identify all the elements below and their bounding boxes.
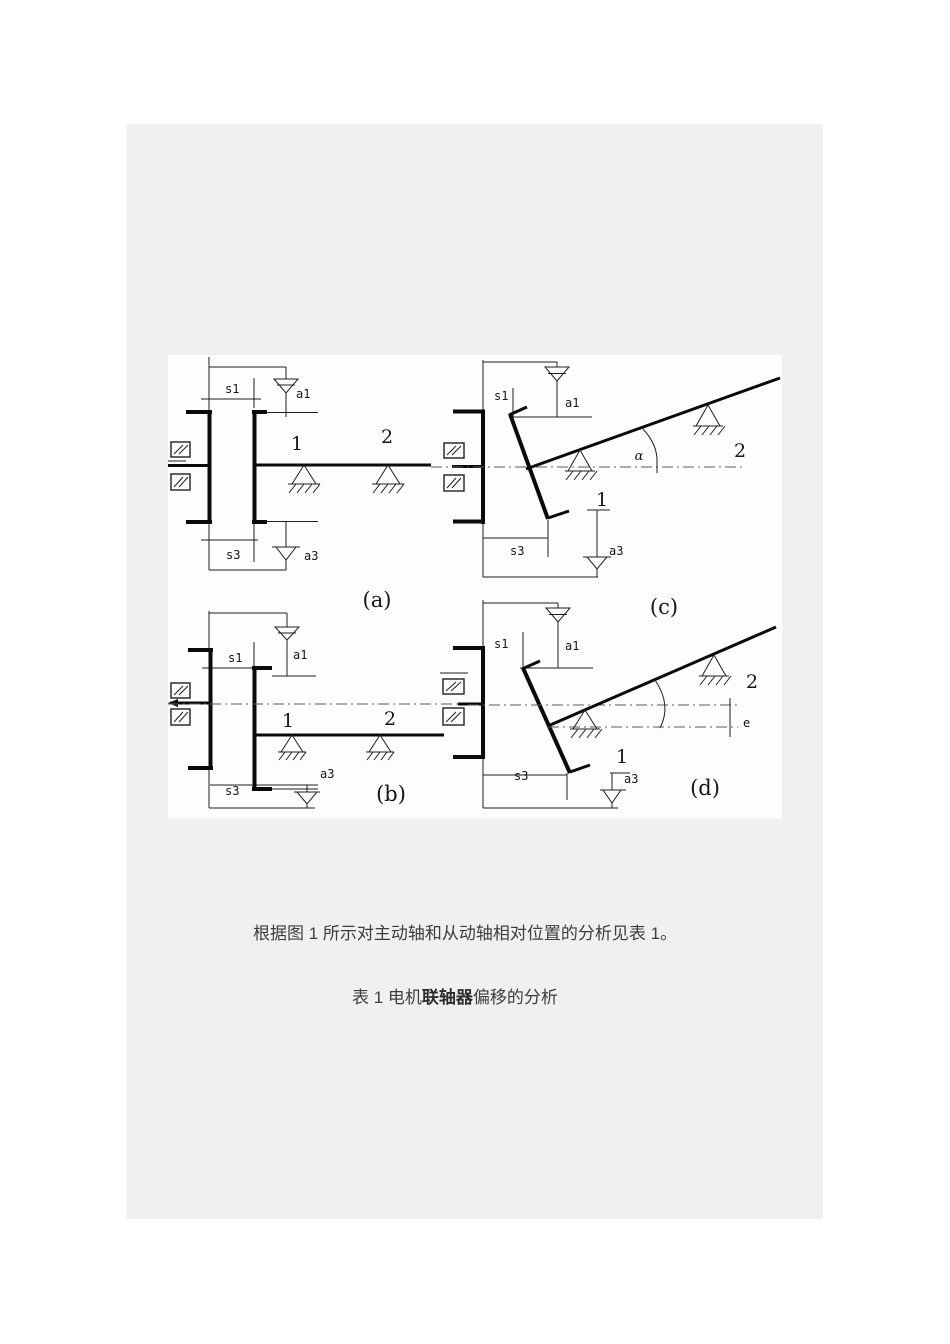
document-page: s1 a1 s3 a3 1 2 (a) — [127, 124, 823, 1219]
label-s1-b: s1 — [228, 651, 242, 665]
diagram-a: s1 a1 s3 a3 1 2 (a) — [168, 357, 431, 612]
label-bearing1-d: 1 — [616, 746, 628, 768]
label-s1-c: s1 — [494, 389, 508, 403]
label-a1-b: a1 — [293, 648, 307, 662]
table-caption-bold-term: 联轴器 — [421, 988, 473, 1007]
motor-flange-b — [168, 682, 210, 726]
label-bearing1-c: 1 — [596, 489, 608, 511]
label-s3-c: s3 — [510, 544, 524, 558]
coupling-hubs-a — [186, 410, 267, 524]
table-caption-suffix: 偏移的分析 — [472, 988, 558, 1007]
label-a3-a: a3 — [304, 549, 318, 563]
bearing-support-2-a — [372, 464, 405, 494]
dial-indicator-a3-c — [583, 510, 611, 577]
angle-mark-c — [642, 428, 658, 473]
label-s1-a: s1 — [225, 382, 239, 396]
dial-indicator-a1-c — [543, 366, 571, 417]
label-a1-c: a1 — [565, 396, 579, 410]
dial-indicator-a1-d — [544, 607, 572, 668]
coupling-misalignment-drawing: s1 a1 s3 a3 1 2 (a) — [168, 357, 781, 809]
caption-c: (c) — [650, 595, 678, 619]
tilted-shaft-d — [547, 625, 777, 728]
label-angle-c: α — [635, 449, 644, 464]
figure-1-coupling-misalignment: s1 a1 s3 a3 1 2 (a) — [168, 355, 782, 818]
label-a3-c: a3 — [609, 544, 623, 558]
label-offset-e-d: e — [743, 716, 750, 730]
bearing-support-2-b — [366, 734, 395, 761]
bearing-support-1-c — [565, 448, 598, 481]
label-bearing2-b: 2 — [384, 708, 396, 730]
bearing-support-1-b — [278, 734, 307, 761]
tilted-hub-face-d — [521, 659, 591, 774]
label-bearing2-c: 2 — [734, 440, 746, 462]
dial-indicator-a1-b — [273, 626, 301, 676]
diagram-d: s1 a1 s3 a3 1 2 e (d) — [440, 600, 777, 809]
bearing-support-2-d — [699, 653, 732, 686]
label-s3-a: s3 — [226, 548, 240, 562]
coupling-hubs-b — [188, 648, 272, 791]
label-bearing2-a: 2 — [381, 426, 393, 448]
angle-arc-d — [654, 679, 666, 729]
dial-indicator-a1-a — [272, 378, 300, 417]
motor-flange-d — [442, 678, 483, 726]
dial-indicator-a3-a — [272, 522, 300, 570]
label-a3-d: a3 — [624, 772, 638, 786]
label-a1-d: a1 — [565, 639, 579, 653]
caption-d: (d) — [690, 776, 720, 800]
body-paragraph: 根据图 1 所示对主动轴和从动轴相对位置的分析见表 1。 — [253, 924, 678, 943]
caption-a: (a) — [363, 588, 392, 612]
label-a3-b: a3 — [320, 767, 334, 781]
label-s3-d: s3 — [514, 769, 528, 783]
tilted-shaft-c — [525, 376, 781, 471]
dimension-lines-b — [202, 611, 318, 809]
diagram-c: s1 a1 s3 a3 1 2 α (c) — [431, 360, 781, 619]
coupling-hub-d — [453, 646, 485, 759]
label-bearing2-d: 2 — [746, 671, 758, 693]
table-caption-prefix: 表 1 电机 — [352, 988, 422, 1007]
bearing-support-1-d — [570, 709, 603, 739]
bearing-support-1-a — [288, 464, 321, 494]
label-a1-a: a1 — [296, 387, 310, 401]
bearing-support-2-c — [693, 403, 726, 436]
table-1-caption: 表 1 电机联轴器偏移的分析 — [352, 986, 558, 1010]
label-s3-b: s3 — [225, 784, 239, 798]
motor-flange-a — [168, 441, 209, 491]
label-s1-d: s1 — [494, 637, 508, 651]
label-bearing1-b: 1 — [282, 710, 294, 732]
diagram-b: s1 a1 s3 a3 1 2 (b) — [168, 611, 464, 809]
dial-indicator-a3-b — [294, 785, 320, 808]
caption-b: (b) — [376, 782, 406, 806]
label-bearing1-a: 1 — [291, 433, 303, 455]
dial-indicator-a3-d — [600, 773, 626, 808]
